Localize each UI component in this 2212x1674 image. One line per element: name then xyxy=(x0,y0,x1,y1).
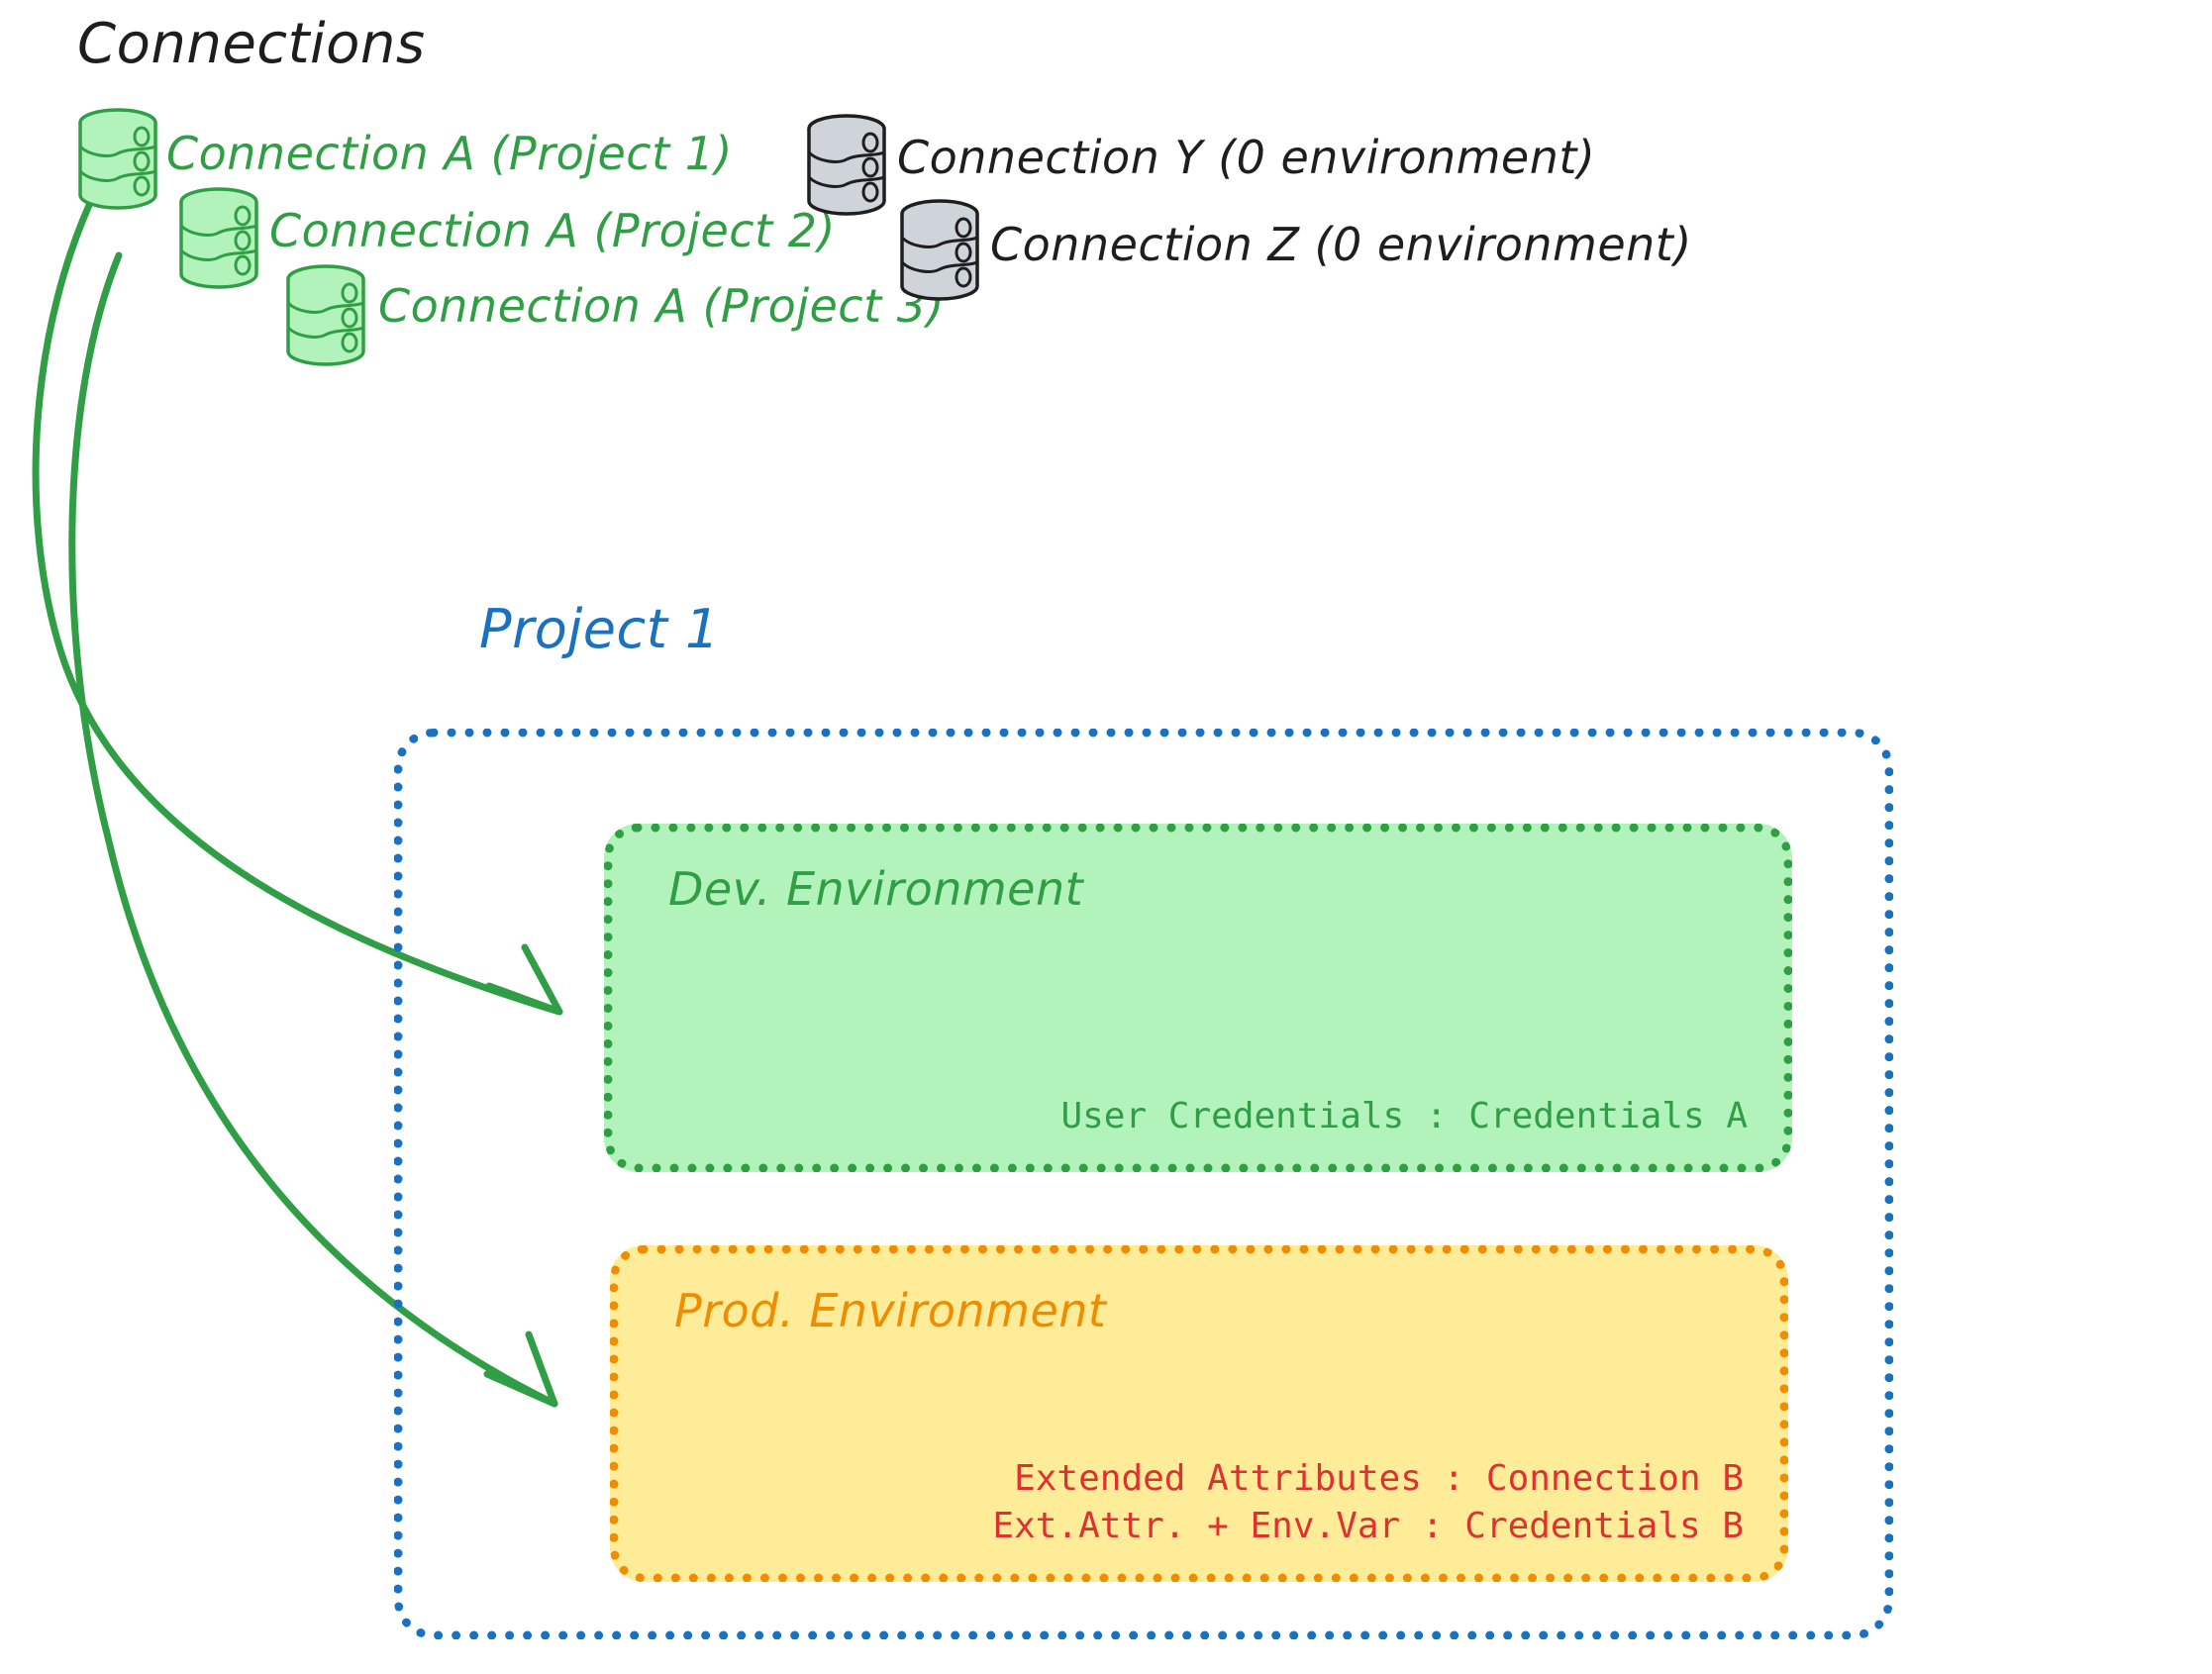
connection-label-a-project-2: Connection A (Project 2) xyxy=(269,204,836,257)
connection-label-y: Connection Y (0 environment) xyxy=(897,131,1596,184)
database-icon-connection-a-project-3[interactable] xyxy=(283,263,368,367)
environment-title-dev: Dev. Environment xyxy=(668,862,1084,916)
project-title: Project 1 xyxy=(479,598,720,660)
connection-label-z: Connection Z (0 environment) xyxy=(990,218,1692,271)
database-icon-connection-y[interactable] xyxy=(804,113,889,217)
project-container xyxy=(394,729,1893,1639)
environment-details-prod: Extended Attributes : Connection B Ext.A… xyxy=(992,1455,1744,1551)
environment-details-dev: User Credentials : Credentials A xyxy=(1060,1093,1748,1141)
environment-detail-line: User Credentials : Credentials A xyxy=(1060,1096,1748,1137)
environment-detail-line: Ext.Attr. + Env.Var : Credentials B xyxy=(992,1506,1744,1547)
connection-label-a-project-3: Connection A (Project 3) xyxy=(378,279,945,333)
environment-card-dev[interactable]: Dev. Environment User Credentials : Cred… xyxy=(604,824,1792,1172)
environment-title-prod: Prod. Environment xyxy=(674,1284,1107,1337)
database-icon-connection-a-project-2[interactable] xyxy=(176,186,261,290)
database-icon-connection-z[interactable] xyxy=(897,198,982,302)
environment-detail-line: Extended Attributes : Connection B xyxy=(1014,1457,1744,1499)
connection-label-a-project-1: Connection A (Project 1) xyxy=(166,127,733,180)
page-title: Connections xyxy=(77,12,426,76)
database-icon-connection-a-project-1[interactable] xyxy=(75,107,160,211)
environment-card-prod[interactable]: Prod. Environment Extended Attributes : … xyxy=(610,1245,1788,1582)
